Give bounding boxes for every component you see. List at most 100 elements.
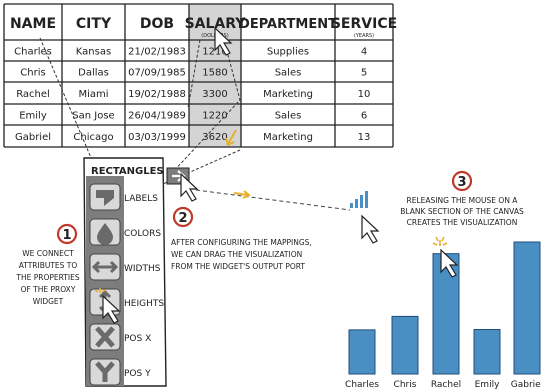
header-city[interactable]: CITY bbox=[76, 16, 112, 32]
table-cell-salary: 1220 bbox=[202, 111, 227, 122]
header-cursor-icon bbox=[214, 26, 233, 56]
widget-property-label: POS X bbox=[124, 334, 151, 344]
table-cell-department: Marketing bbox=[263, 89, 313, 100]
widget-property-pos-x[interactable]: POS X bbox=[89, 323, 151, 351]
table-cell-service: 5 bbox=[361, 68, 367, 79]
widget-property-widths[interactable]: WIDTHS bbox=[89, 253, 161, 281]
table-cell-name: Charles bbox=[14, 47, 52, 58]
table-cell-dob: 19/02/1988 bbox=[128, 89, 186, 100]
service-unit-label: (YEARS) bbox=[354, 33, 374, 39]
bar-gabriel bbox=[513, 241, 541, 375]
drag-path bbox=[195, 189, 351, 211]
header-salary[interactable]: SALARY bbox=[185, 16, 247, 32]
step-number: 3 bbox=[457, 175, 466, 190]
width-arrows-icon bbox=[91, 260, 119, 274]
table-cell-dob: 21/02/1983 bbox=[128, 47, 186, 58]
cursor-icon bbox=[180, 172, 199, 202]
table-cell-salary: 1210 bbox=[202, 47, 227, 58]
header-dob[interactable]: DOB bbox=[140, 16, 174, 32]
bar-label: Rachel bbox=[431, 380, 461, 390]
bar-rachel bbox=[432, 253, 460, 375]
table-cell-name: Gabriel bbox=[15, 132, 51, 143]
table-cells: NAMECITYDOBSALARYDEPARTMENTSERVICE(DOLLA… bbox=[10, 16, 397, 143]
header-service[interactable]: SERVICE bbox=[331, 16, 397, 32]
step-text-line: ATTRIBUTES TO bbox=[19, 261, 78, 270]
table-cell-city: Miami bbox=[78, 89, 108, 100]
table-cell-service: 10 bbox=[358, 89, 371, 100]
header-name[interactable]: NAME bbox=[10, 16, 56, 32]
table-grid bbox=[3, 3, 394, 148]
table-cell-city: Chicago bbox=[73, 132, 113, 143]
table-cell-name: Emily bbox=[19, 111, 47, 122]
step-text-line: FROM THE WIDGET'S OUTPUT PORT bbox=[171, 262, 305, 271]
step-number-badge bbox=[172, 206, 194, 228]
data-table: NAMECITYDOBSALARYDEPARTMENTSERVICE(DOLLA… bbox=[3, 3, 397, 148]
step-text-line: WE CAN DRAG THE VISUALIZATION bbox=[171, 250, 302, 259]
step-text-line: WE CONNECT bbox=[22, 249, 74, 258]
table-cell-department: Supplies bbox=[267, 47, 309, 58]
table-cell-department: Marketing bbox=[263, 132, 313, 143]
table-cell-service: 6 bbox=[361, 111, 367, 122]
bar-label: Chris bbox=[394, 380, 417, 390]
widget-cursor-icon bbox=[102, 294, 121, 324]
label-icon bbox=[96, 190, 114, 206]
bar-emily bbox=[473, 329, 501, 375]
table-cell-name: Rachel bbox=[16, 89, 50, 100]
table-cell-city: Dallas bbox=[78, 68, 109, 79]
bar-label: Gabriel bbox=[511, 380, 541, 390]
header-department[interactable]: DEPARTMENT bbox=[239, 17, 337, 32]
table-cell-department: Sales bbox=[275, 68, 302, 79]
step-1: 1 WE CONNECT ATTRIBUTES TO THE PROPERTIES OF… bbox=[15, 223, 80, 306]
step-text-line: THE PROPERTIES bbox=[15, 273, 79, 282]
table-cell-city: Kansas bbox=[76, 47, 111, 58]
widget-title: RECTANGLES bbox=[91, 166, 164, 177]
table-cell-salary: 3620 bbox=[202, 132, 227, 143]
widget-spark-icon bbox=[94, 288, 106, 293]
table-cell-name: Chris bbox=[20, 68, 45, 79]
bar-label: Emily bbox=[475, 380, 500, 390]
step-text-line: CREATES THE VISUALIZATION bbox=[407, 218, 518, 227]
step-number-badge bbox=[451, 170, 473, 192]
drop-cursor-icon bbox=[361, 214, 380, 244]
table-cell-service: 4 bbox=[361, 47, 367, 58]
column-drag-arrow-icon bbox=[225, 129, 237, 147]
chart-cursor-icon bbox=[440, 248, 459, 278]
widget-property-colors[interactable]: COLORS bbox=[89, 218, 161, 246]
table-cell-salary: 1580 bbox=[202, 68, 227, 79]
bar-chris bbox=[391, 315, 419, 375]
widget-property-label: WIDTHS bbox=[124, 264, 161, 274]
table-cell-service: 13 bbox=[358, 132, 371, 143]
mini-chart-icon bbox=[350, 191, 368, 208]
step-text-line: RELEASING THE MOUSE ON A bbox=[407, 196, 519, 205]
table-cell-dob: 26/04/1989 bbox=[128, 111, 186, 122]
widget-property-label: HEIGHTS bbox=[124, 299, 164, 309]
widget-property-label: LABELS bbox=[124, 194, 158, 204]
step-text-line: BLANK SECTION OF THE CANVAS bbox=[400, 207, 524, 216]
step-number-badge bbox=[56, 223, 78, 245]
widget-property-label: COLORS bbox=[124, 229, 161, 239]
step-text-line: OF THE PROXY bbox=[21, 285, 76, 294]
widget-property-pos-y[interactable]: POS Y bbox=[89, 358, 151, 386]
bar-label: Charles bbox=[345, 380, 379, 390]
drag-direction-arrow-icon bbox=[233, 190, 251, 199]
spark-icon bbox=[432, 236, 448, 246]
step-number: 2 bbox=[178, 211, 187, 226]
step-number: 1 bbox=[62, 228, 71, 243]
table-cell-dob: 03/03/1999 bbox=[128, 132, 186, 143]
widget-property-labels[interactable]: LABELS bbox=[89, 183, 158, 211]
x-icon bbox=[95, 326, 115, 348]
step-text-line: AFTER CONFIGURING THE MAPPINGS, bbox=[171, 238, 312, 247]
table-cell-salary: 3300 bbox=[202, 89, 227, 100]
table-cell-department: Sales bbox=[275, 111, 302, 122]
result-bar-chart: Charles Chris Rachel Emily Gabriel bbox=[345, 241, 541, 390]
color-drop-icon bbox=[97, 223, 113, 245]
step-text-line: WIDGET bbox=[33, 297, 64, 306]
widget-property-label: POS Y bbox=[124, 369, 151, 379]
table-cell-city: San Jose bbox=[72, 111, 114, 122]
y-icon bbox=[95, 361, 115, 382]
bar-charles bbox=[348, 329, 376, 375]
table-cell-dob: 07/09/1985 bbox=[128, 68, 186, 79]
